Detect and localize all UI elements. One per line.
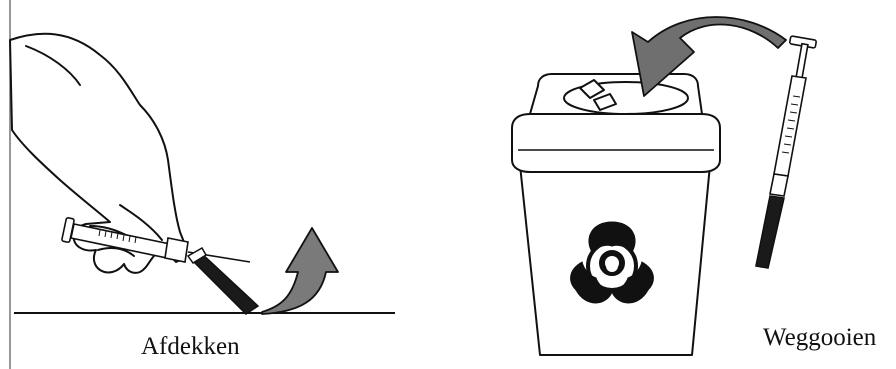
step-recap-panel: Afdekken	[0, 0, 420, 369]
step-dispose-panel: Weggooien	[480, 0, 896, 369]
capped-syringe-icon	[756, 36, 816, 268]
recap-needle-illustration	[0, 0, 420, 369]
scoop-arrow-icon	[262, 228, 338, 314]
step-recap-label: Afdekken	[141, 334, 240, 359]
sharps-container-disposal-illustration	[480, 0, 896, 369]
sharps-container-icon	[512, 74, 720, 355]
step-dispose-label: Weggooien	[763, 325, 876, 350]
dispose-arrow-icon	[632, 17, 786, 96]
